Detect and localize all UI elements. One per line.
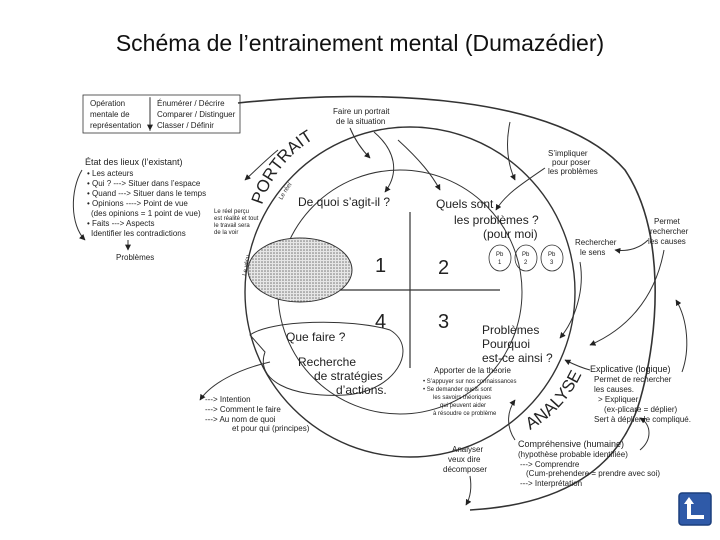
quadrant-number-4: 4 — [375, 311, 386, 333]
strategies-line: d’actions. — [336, 383, 387, 397]
pb-box-1: Pb 1 — [488, 244, 512, 272]
op-col1-line: Opération — [90, 99, 125, 108]
analyser-line: veux dire — [448, 455, 481, 464]
theorie-line: Apporter de la théorie — [434, 366, 511, 375]
main-circle — [244, 126, 576, 458]
action-line: ---> Intention — [205, 395, 251, 404]
op-col2-line: Énumérer / Décrire — [157, 99, 225, 108]
theorie-line: à résoudre ce problème — [433, 411, 497, 417]
strategies-line: Recherche — [298, 355, 356, 369]
operation-col1: Opération mentale de représentation — [90, 99, 141, 130]
outer-loop — [237, 95, 656, 511]
question-3-line: Problèmes — [482, 323, 539, 337]
simpliquer-line: S’impliquer — [548, 149, 588, 158]
explicative-line: Permet de rechercher — [594, 375, 672, 384]
op-col2-line: Classer / Définir — [157, 121, 214, 130]
side-note-line: le travail sera — [214, 223, 250, 229]
question-2-line: (pour moi) — [483, 227, 538, 241]
question-3-line: Pourquoi — [482, 337, 530, 351]
rechercher-sens-line: le sens — [580, 248, 605, 257]
explicative-line: les causes. — [594, 385, 634, 394]
theorie-line: • S’appuyer sur nos connaissances — [423, 379, 517, 385]
op-col1-line: représentation — [90, 121, 141, 130]
etat-line: • Les acteurs — [87, 169, 133, 178]
rechercher-sens-line: Rechercher — [575, 238, 617, 247]
op-col1-line: mentale de — [90, 110, 130, 119]
shaded-oval — [247, 237, 353, 303]
explicative-line: (ex-plicare = déplier) — [604, 405, 677, 414]
action-line: ---> Au nom de quoi — [205, 415, 276, 424]
etat-line: • Quand ---> Situer dans le temps — [87, 189, 206, 198]
arc-analyse-label: ANALYSE — [522, 367, 585, 433]
side-note-line: est réalité et tout — [214, 216, 259, 222]
portrait-line: de la situation — [336, 117, 385, 126]
return-arrow-icon — [678, 492, 712, 526]
action-line: ---> Comment le faire — [205, 405, 281, 414]
analyser-line: décomposer — [443, 465, 487, 474]
question-2-line: les problèmes ? — [454, 213, 539, 227]
simpliquer-line: les problèmes — [548, 167, 598, 176]
op-col2-line: Comparer / Distinguer — [157, 110, 236, 119]
etat-heading: État des lieux (l’existant) — [85, 157, 183, 167]
pb-box-2: Pb 2 — [514, 244, 538, 272]
problemes-label: Problèmes — [116, 253, 154, 262]
question-1: De quoi s’agit-il ? — [298, 195, 390, 209]
etat-line: Identifier les contradictions — [91, 229, 186, 238]
pb-box-3: Pb 3 — [540, 244, 564, 272]
etat-line: (des opinions = 1 point de vue) — [91, 209, 201, 218]
explicative-line: > Expliquer — [598, 395, 639, 404]
operation-col2: Énumérer / Décrire Comparer / Distinguer… — [157, 99, 236, 130]
comprehensive-line: Compréhensive (humaine) — [518, 439, 624, 449]
le-vecu-label: Le vécu — [242, 255, 252, 277]
page-title: Schéma de l’entrainement mental (Dumazéd… — [115, 30, 605, 56]
quadrant-number-2: 2 — [438, 257, 449, 279]
quadrant-number-3: 3 — [438, 311, 449, 333]
theorie-line: • Se demander quels sont — [423, 387, 492, 393]
theorie-line: qui peuvent aider — [440, 403, 486, 409]
side-note-line: Le réel perçu — [214, 209, 249, 215]
pb-box-label: Pb — [496, 252, 504, 258]
portrait-line: Faire un portrait — [333, 107, 390, 116]
theorie-line: les savoirs théoriques — [433, 395, 491, 401]
pb-box-number: 1 — [498, 260, 502, 266]
action-line: et pour qui (principes) — [232, 424, 310, 433]
pb-box-label: Pb — [548, 252, 556, 258]
analyser-line: Analyser — [452, 445, 483, 454]
permet-causes-line: les causes — [648, 237, 686, 246]
comprehensive-line: ---> Comprendre — [520, 460, 580, 469]
side-note-line: de la voir — [214, 230, 238, 236]
arc-reel-label: Le réel — [278, 182, 293, 201]
simpliquer-line: pour poser — [552, 158, 591, 167]
operation-box — [82, 94, 241, 134]
permet-causes-line: rechercher — [650, 227, 689, 236]
question-2-line: Quels sont — [436, 197, 494, 211]
pb-box-label: Pb — [522, 252, 530, 258]
etat-line: • Qui ? ---> Situer dans l’espace — [87, 179, 201, 188]
comprehensive-line: (Cum-prehendere = prendre avec soi) — [526, 469, 660, 478]
quadrant-number-1: 1 — [375, 255, 386, 277]
permet-causes-line: Permet — [654, 217, 681, 226]
comprehensive-line: ---> Interprétation — [520, 479, 582, 488]
pb-box-number: 3 — [550, 260, 554, 266]
pb-box-number: 2 — [524, 260, 528, 266]
question-3-line: est-ce ainsi ? — [482, 351, 553, 365]
etat-line: • Opinions ----> Point de vue — [87, 199, 188, 208]
explicative-line: Explicative (logique) — [590, 364, 671, 374]
return-button[interactable] — [678, 492, 712, 526]
etat-line: • Faits ---> Aspects — [87, 219, 154, 228]
speech-bubble — [249, 321, 404, 396]
comprehensive-line: (hypothèse probable identifiée) — [518, 450, 628, 459]
question-4: Que faire ? — [286, 330, 346, 344]
strategies-line: de stratégies — [314, 369, 383, 383]
